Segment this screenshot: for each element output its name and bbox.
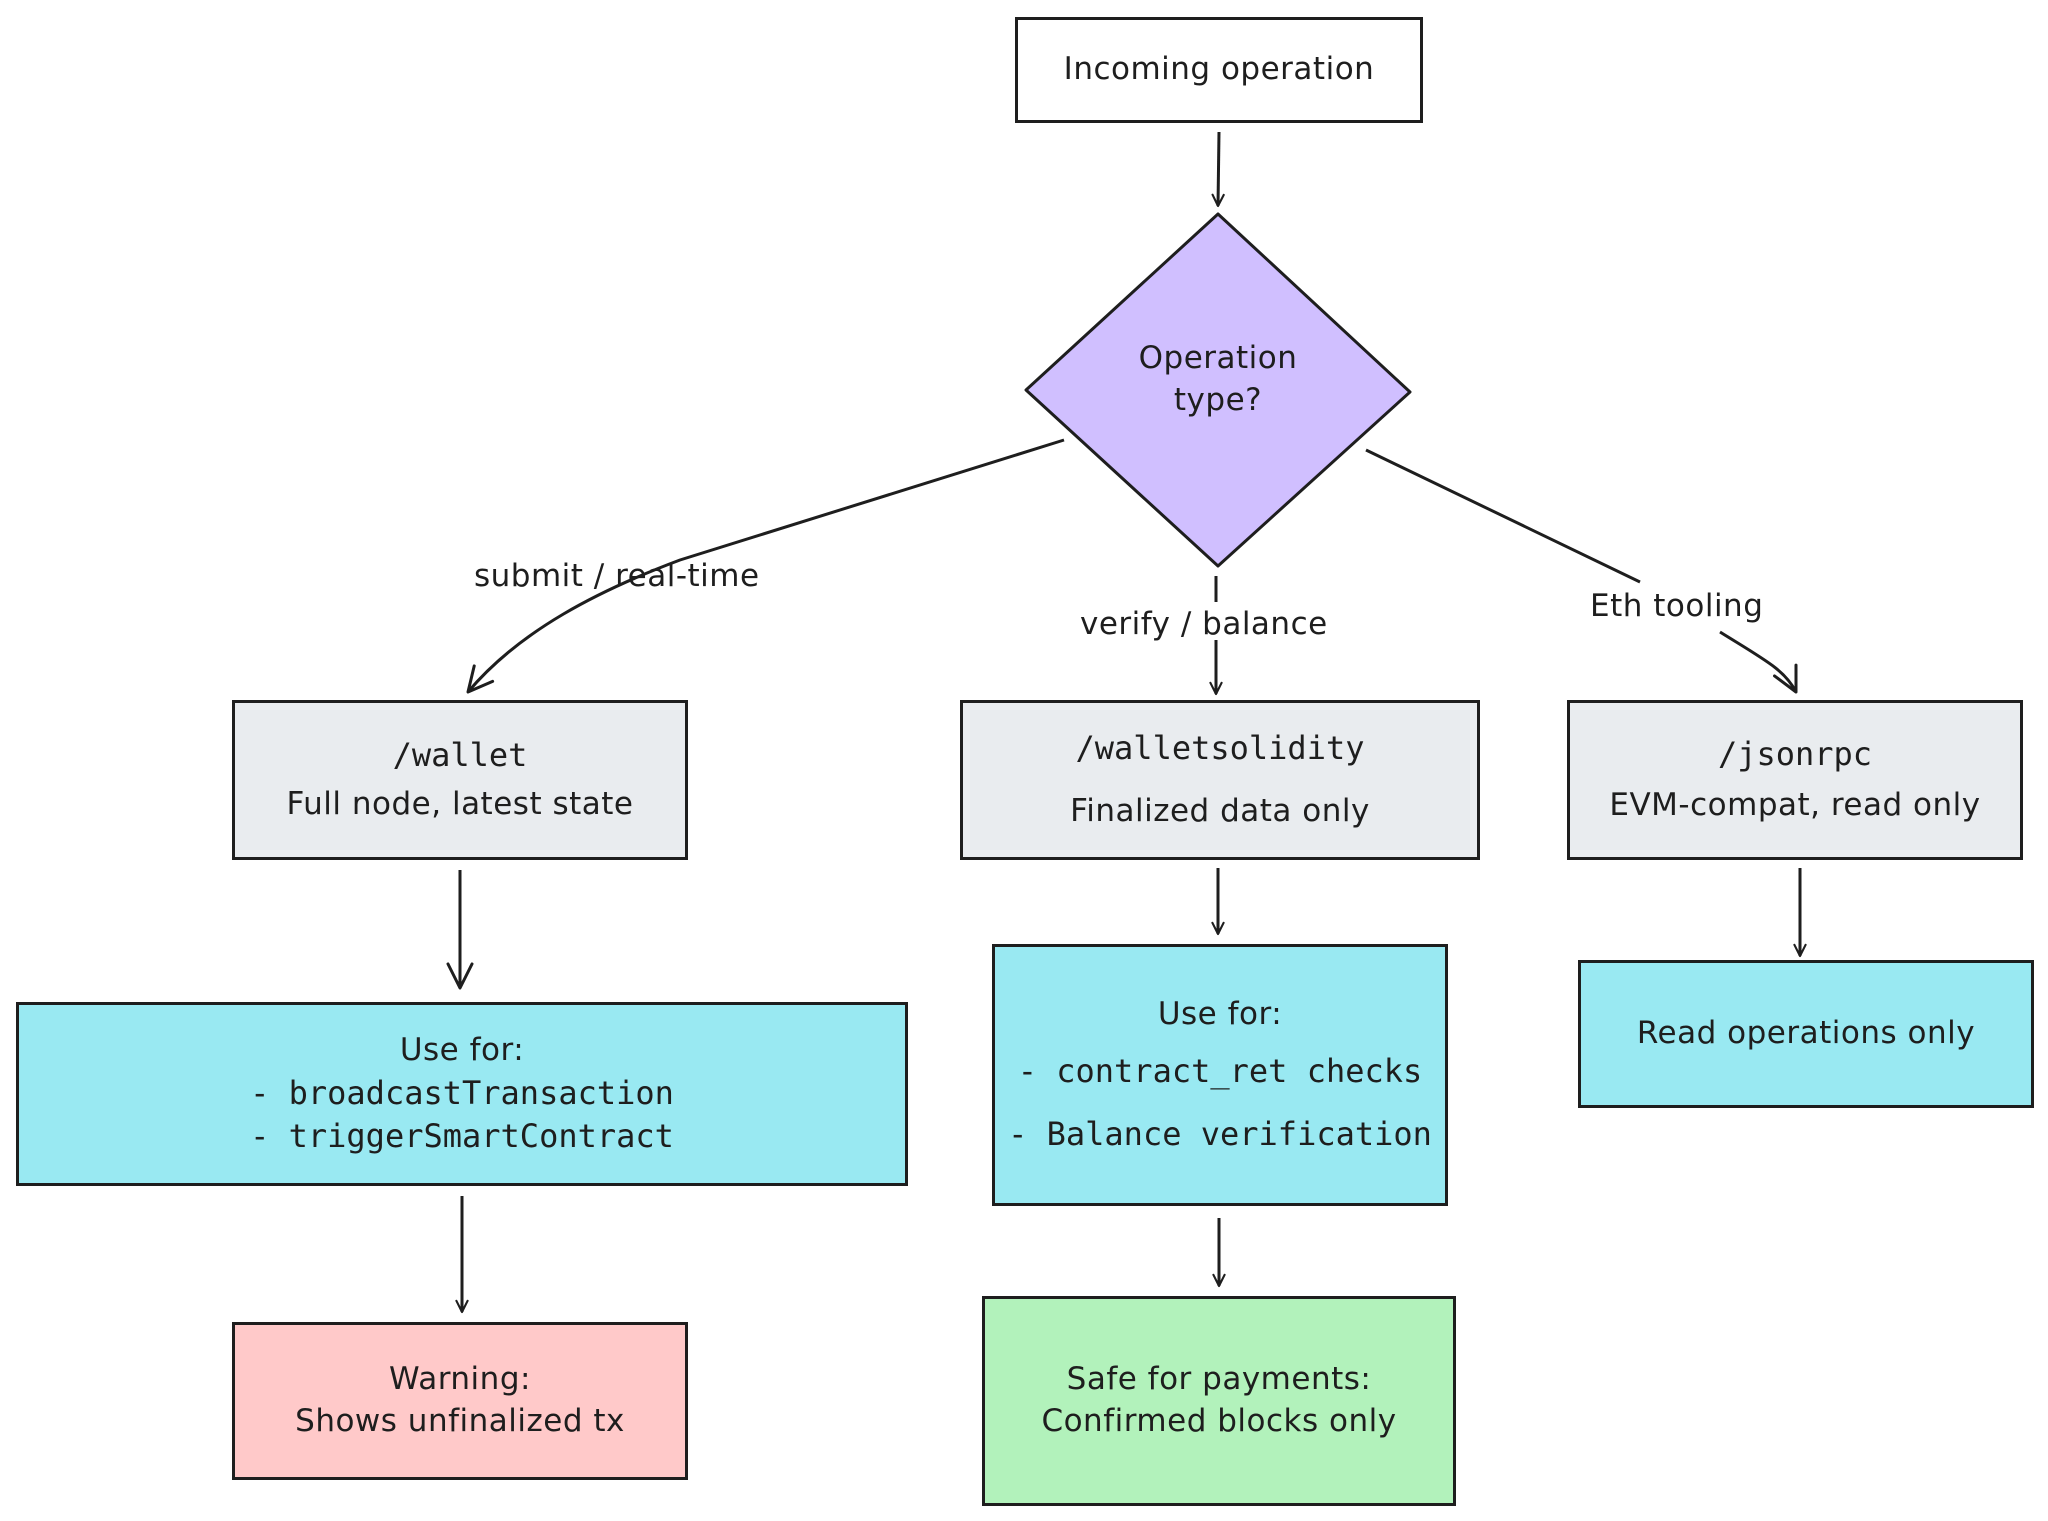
edge-label-verify: verify / balance (1080, 606, 1328, 642)
decision-diamond (1024, 212, 1412, 568)
warning-box: Warning: Shows unfinalized tx (232, 1322, 688, 1480)
walletsolidity-endpoint-box: /walletsolidity Finalized data only (960, 700, 1480, 860)
wallet-endpoint-box: /wallet Full node, latest state (232, 700, 688, 860)
start-node: Incoming operation (1015, 17, 1423, 123)
wallet-endpoint-title: /wallet (392, 736, 528, 775)
safe-box: Safe for payments: Confirmed blocks only (982, 1296, 1456, 1506)
decision-node-label: Operation type? (1060, 338, 1376, 422)
wallet-usage-item-1: - broadcastTransaction (250, 1073, 674, 1112)
walletsolidity-endpoint-title: /walletsolidity (1075, 729, 1365, 768)
arrow-decision-to-wallet (466, 438, 1065, 694)
wallet-endpoint-subtitle: Full node, latest state (286, 785, 634, 822)
safe-line-1: Safe for payments: (1066, 1361, 1372, 1398)
walletsolidity-endpoint-subtitle: Finalized data only (1070, 792, 1370, 829)
walletsolidity-usage-heading: Use for: (1157, 995, 1283, 1032)
walletsolidity-usage-item-2: - Balance verification (1008, 1114, 1432, 1153)
jsonrpc-endpoint-subtitle: EVM-compat, read only (1609, 786, 1981, 823)
jsonrpc-endpoint-box: /jsonrpc EVM-compat, read only (1567, 700, 2023, 860)
safe-line-2: Confirmed blocks only (1041, 1403, 1397, 1439)
jsonrpc-usage-box: Read operations only (1578, 960, 2034, 1108)
decision-line-1: Operation (1138, 340, 1298, 376)
edge-label-submit: submit / real-time (474, 558, 760, 594)
walletsolidity-usage-item-1: - contract_ret checks (1017, 1051, 1423, 1090)
jsonrpc-usage-text: Read operations only (1636, 1015, 1976, 1052)
wallet-usage-box: Use for: - broadcastTransaction - trigge… (16, 1002, 908, 1186)
decision-line-2: type? (1173, 381, 1263, 418)
arrow-decision-to-jsonrpc (1365, 448, 1796, 692)
arrow-start-to-decision (1211, 131, 1225, 208)
warning-line-1: Warning: (389, 1361, 531, 1398)
wallet-usage-item-2: - triggerSmartContract (250, 1116, 674, 1155)
edge-label-eth: Eth tooling (1590, 588, 1764, 624)
start-node-label: Incoming operation (1063, 51, 1375, 88)
jsonrpc-endpoint-title: /jsonrpc (1717, 735, 1873, 774)
warning-line-2: Shows unfinalized tx (295, 1403, 625, 1439)
wallet-usage-heading: Use for: (399, 1031, 525, 1068)
walletsolidity-usage-box: Use for: - contract_ret checks - Balance… (992, 944, 1448, 1206)
